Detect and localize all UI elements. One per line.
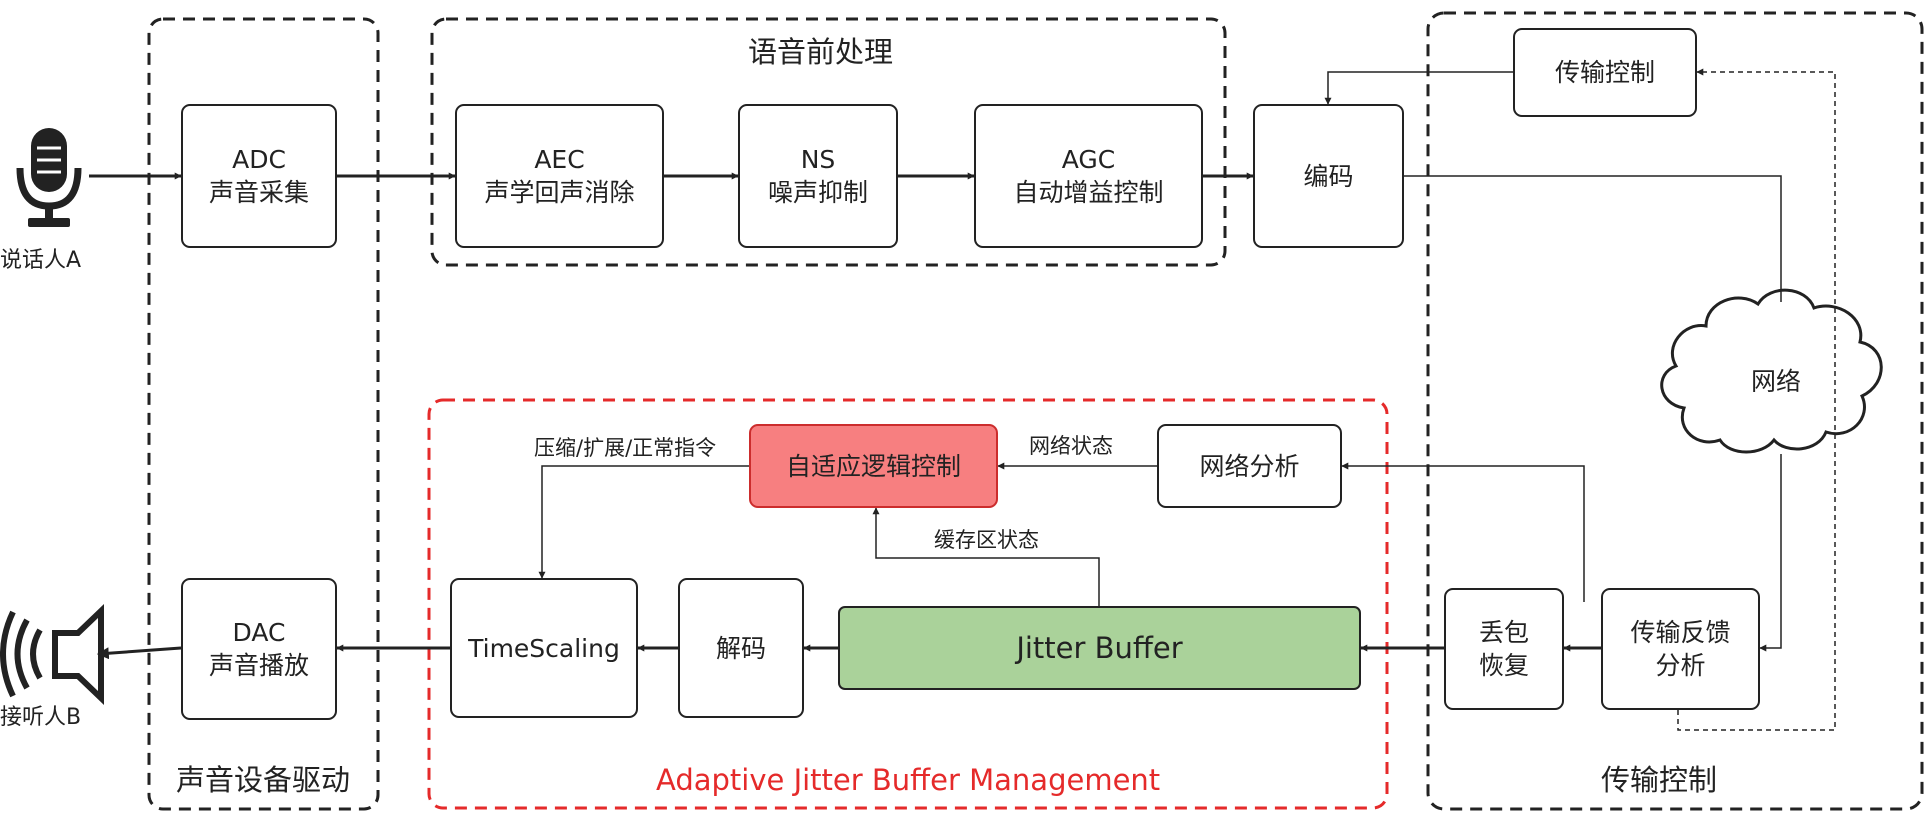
ns-box-subtitle: 噪声抑制 — [767, 178, 868, 207]
commands-edge-label: 压缩/扩展/正常指令 — [534, 436, 717, 460]
network-analysis-box[interactable]: 网络分析 — [1157, 424, 1342, 508]
edge-jitterbuffer-to-adaptive — [872, 507, 1100, 606]
adc-box-subtitle: 声音采集 — [208, 178, 309, 207]
preprocess-group — [430, 17, 1227, 267]
feedback-analysis-box-line1: 传输反馈 — [1630, 618, 1731, 647]
timescaling-box-label: TimeScaling — [468, 633, 620, 663]
ns-box-title: NS — [800, 145, 836, 174]
network-cloud-icon — [1660, 288, 1883, 454]
edge-feedback-to-netanalysis — [1341, 462, 1585, 602]
edge-transportctrl-to-encode — [1324, 71, 1513, 105]
jitter-buffer-box-label: Jitter Buffer — [1016, 630, 1183, 665]
listener-b-label: 接听人B — [0, 705, 82, 730]
adaptive-jb-group-title: Adaptive Jitter Buffer Management — [656, 763, 1161, 797]
microphone-icon — [16, 128, 82, 227]
agc-box-title: AGC — [1061, 145, 1116, 174]
loss-recovery-box[interactable]: 丢包 恢复 — [1444, 588, 1564, 710]
feedback-analysis-box-line2: 分析 — [1655, 651, 1706, 680]
transport-group-title: 传输控制 — [1601, 763, 1718, 797]
dac-box-subtitle: 声音播放 — [208, 651, 309, 680]
decode-box[interactable]: 解码 — [678, 578, 804, 718]
decode-box-label: 解码 — [715, 633, 766, 663]
transport-control-box-label: 传输控制 — [1554, 58, 1655, 87]
preprocess-group-title: 语音前处理 — [748, 35, 894, 69]
timescaling-box[interactable]: TimeScaling — [450, 578, 638, 718]
loss-recovery-box-line1: 丢包 — [1478, 618, 1529, 647]
aec-box[interactable]: AEC 声学回声消除 — [455, 104, 664, 248]
speaker-a-label: 说话人A — [0, 248, 82, 273]
aec-box-subtitle: 声学回声消除 — [484, 178, 635, 207]
device-driver-group-title: 声音设备驱动 — [176, 763, 351, 797]
loss-recovery-box-line2: 恢复 — [1478, 651, 1529, 680]
encode-box-label: 编码 — [1303, 161, 1354, 191]
aec-box-title: AEC — [534, 145, 585, 174]
speaker-icon — [0, 603, 104, 706]
dac-box-title: DAC — [232, 618, 286, 647]
adaptive-logic-box[interactable]: 自适应逻辑控制 — [749, 424, 998, 508]
edge-adaptive-to-timescaling — [538, 465, 749, 579]
agc-box[interactable]: AGC 自动增益控制 — [974, 104, 1203, 248]
adc-box[interactable]: ADC 声音采集 — [181, 104, 337, 248]
network-state-edge-label: 网络状态 — [1029, 434, 1113, 458]
transport-control-box[interactable]: 传输控制 — [1513, 28, 1697, 117]
adaptive-jb-group — [427, 398, 1389, 810]
encode-box[interactable]: 编码 — [1253, 104, 1404, 248]
network-cloud-label: 网络 — [1751, 367, 1802, 396]
buffer-state-edge-label: 缓存区状态 — [934, 528, 1039, 552]
agc-box-subtitle: 自动增益控制 — [1013, 178, 1164, 207]
adc-box-title: ADC — [232, 145, 286, 174]
dac-box[interactable]: DAC 声音播放 — [181, 578, 337, 720]
edge-feedback-to-transportctrl — [1677, 68, 1836, 731]
jitter-buffer-box[interactable]: Jitter Buffer — [838, 606, 1361, 690]
transport-group — [1426, 11, 1924, 811]
adaptive-logic-box-label: 自适应逻辑控制 — [785, 451, 961, 481]
edge-dac-to-speaker — [96, 646, 182, 660]
network-analysis-box-label: 网络分析 — [1199, 451, 1300, 481]
feedback-analysis-box[interactable]: 传输反馈 分析 — [1601, 588, 1760, 710]
edge-encode-to-cloud — [1404, 175, 1782, 302]
ns-box[interactable]: NS 噪声抑制 — [738, 104, 898, 248]
device-driver-group — [147, 17, 380, 811]
edge-cloud-to-feedback — [1759, 454, 1782, 652]
